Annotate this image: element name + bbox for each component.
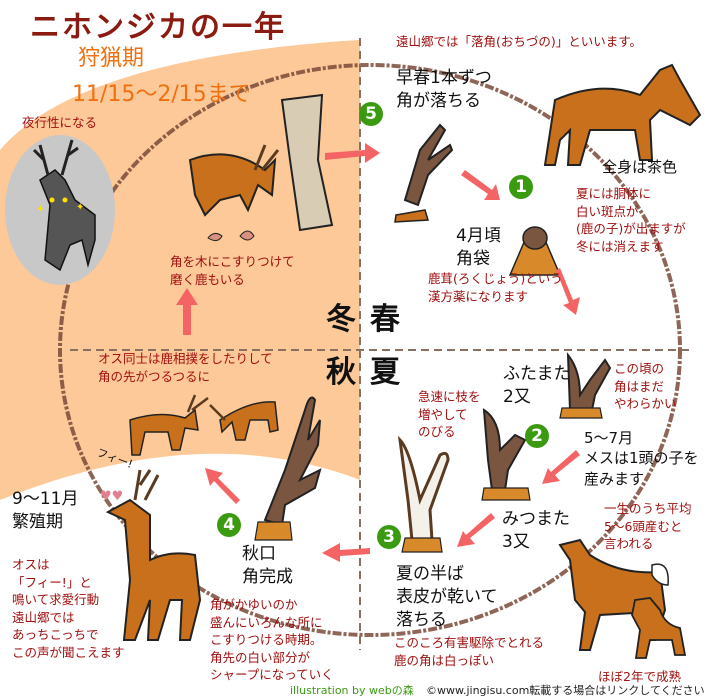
note-summer-spots: 夏には胴体に 白い斑点が (鹿の子)が出ますが 冬には消えます — [576, 186, 686, 254]
season-spring: 春 — [370, 302, 400, 337]
heart-icon: ♥♥ — [100, 489, 123, 504]
growing-antler-illustration — [481, 408, 531, 501]
hunting-season-label: 狩猟期 — [78, 46, 145, 71]
flow-arrows — [176, 143, 580, 562]
stage-4-label: 秋口 角完成 — [242, 544, 293, 587]
three-tine-antler-illustration — [397, 435, 450, 553]
note-itchy: 角がかゆいのか 盛んにいろんな所に こすりつける時期。 角先の白い部分が シャー… — [210, 597, 334, 682]
note-sumo: オス同士は鹿相撲をしたりして 角の先がつるつるに — [98, 351, 273, 384]
note-rokujo: 鹿茸(ろくじょう)という 漢方薬になります — [428, 271, 563, 304]
stage-3-badge: 3 — [377, 525, 401, 549]
svg-text:✦: ✦ — [76, 202, 84, 213]
year-circle — [58, 63, 682, 637]
note-body-color: 全身は茶色 — [602, 158, 678, 176]
completed-antler-illustration — [254, 396, 322, 541]
shed-antler-illustration — [394, 123, 454, 223]
births-label: 5〜7月 メスは1頭の子を 産みます — [584, 429, 699, 488]
page-title: ニホンジカの一年 — [30, 10, 286, 45]
stage-5-badge: 5 — [359, 102, 383, 126]
note-lifetime-births: 一生のうち平均 5〜6頭産むと 言われる — [604, 501, 692, 551]
note-pest-control: このころ有害駆除でとれる 鹿の角は白っぽい — [394, 635, 545, 668]
stage-2-badge: 2 — [525, 424, 549, 448]
arrow-icon — [205, 468, 240, 504]
two-tine-antler-illustration — [559, 352, 612, 419]
sparring-deer-illustration — [129, 394, 279, 456]
arrow-icon — [457, 513, 495, 547]
arrow-icon — [325, 143, 380, 163]
svg-text:✦: ✦ — [36, 204, 44, 215]
note-ochizuno: 遠山郷では「落角(おちづの)」といいます。 — [396, 34, 643, 49]
stage-shed-velvet-label: 夏の半ば 表皮が乾いて 落ちる — [396, 564, 498, 630]
stage-5-label: 早春1本ずつ 角が落ちる — [396, 68, 492, 111]
stage-1-label: 4月頃 角袋 — [456, 226, 501, 269]
note-rapid-growth: 急速に枝を 増やして のびる — [418, 389, 481, 439]
stage-1-badge: 1 — [509, 175, 533, 199]
mother-fawn-illustration — [558, 538, 687, 659]
nocturnal-deer-illustration: ✦✦ — [5, 135, 115, 285]
arrow-icon — [176, 288, 198, 335]
copyright-notice: ©www.jingisu.com転載する場合はリンクしてください — [426, 684, 705, 697]
spring-deer-illustration — [543, 63, 702, 166]
note-call: オスは 「フィー!」と 鳴いて求愛行動 遠山郷では あっちこっちで この声が聞こ… — [12, 557, 125, 660]
stage-4-badge: 4 — [217, 513, 241, 537]
arrow-icon — [556, 268, 580, 315]
season-winter: 冬 — [326, 302, 356, 337]
note-soft-antler: この頃の 角はまだ やわらかい — [614, 361, 677, 411]
season-summer: 夏 — [370, 355, 400, 390]
rutting-deer-illustration: ♥♥ — [100, 469, 202, 641]
arrow-icon — [322, 543, 370, 562]
illustration-credit: illustration by webの森 — [290, 684, 414, 697]
stage-2-label: ふたまた 2又 — [503, 364, 571, 407]
arrow-icon — [461, 170, 500, 200]
velvet-antler-illustration — [508, 226, 562, 276]
breeding-season-label: 9〜11月 繁殖期 — [12, 489, 79, 532]
hunting-season-period: 11/15〜2/15まで — [72, 82, 251, 107]
note-maturity: ほぼ2年で成熟 — [598, 669, 681, 684]
note-nocturnal: 夜行性になる — [22, 115, 98, 130]
tree-rubbing-illustration — [188, 93, 334, 242]
arrow-icon — [542, 450, 580, 484]
stage-3-label: みつまた 3又 — [502, 509, 570, 552]
note-rub-tree: 角を木にこすりつけて 磨く鹿もいる — [170, 254, 295, 287]
season-autumn: 秋 — [326, 355, 356, 390]
